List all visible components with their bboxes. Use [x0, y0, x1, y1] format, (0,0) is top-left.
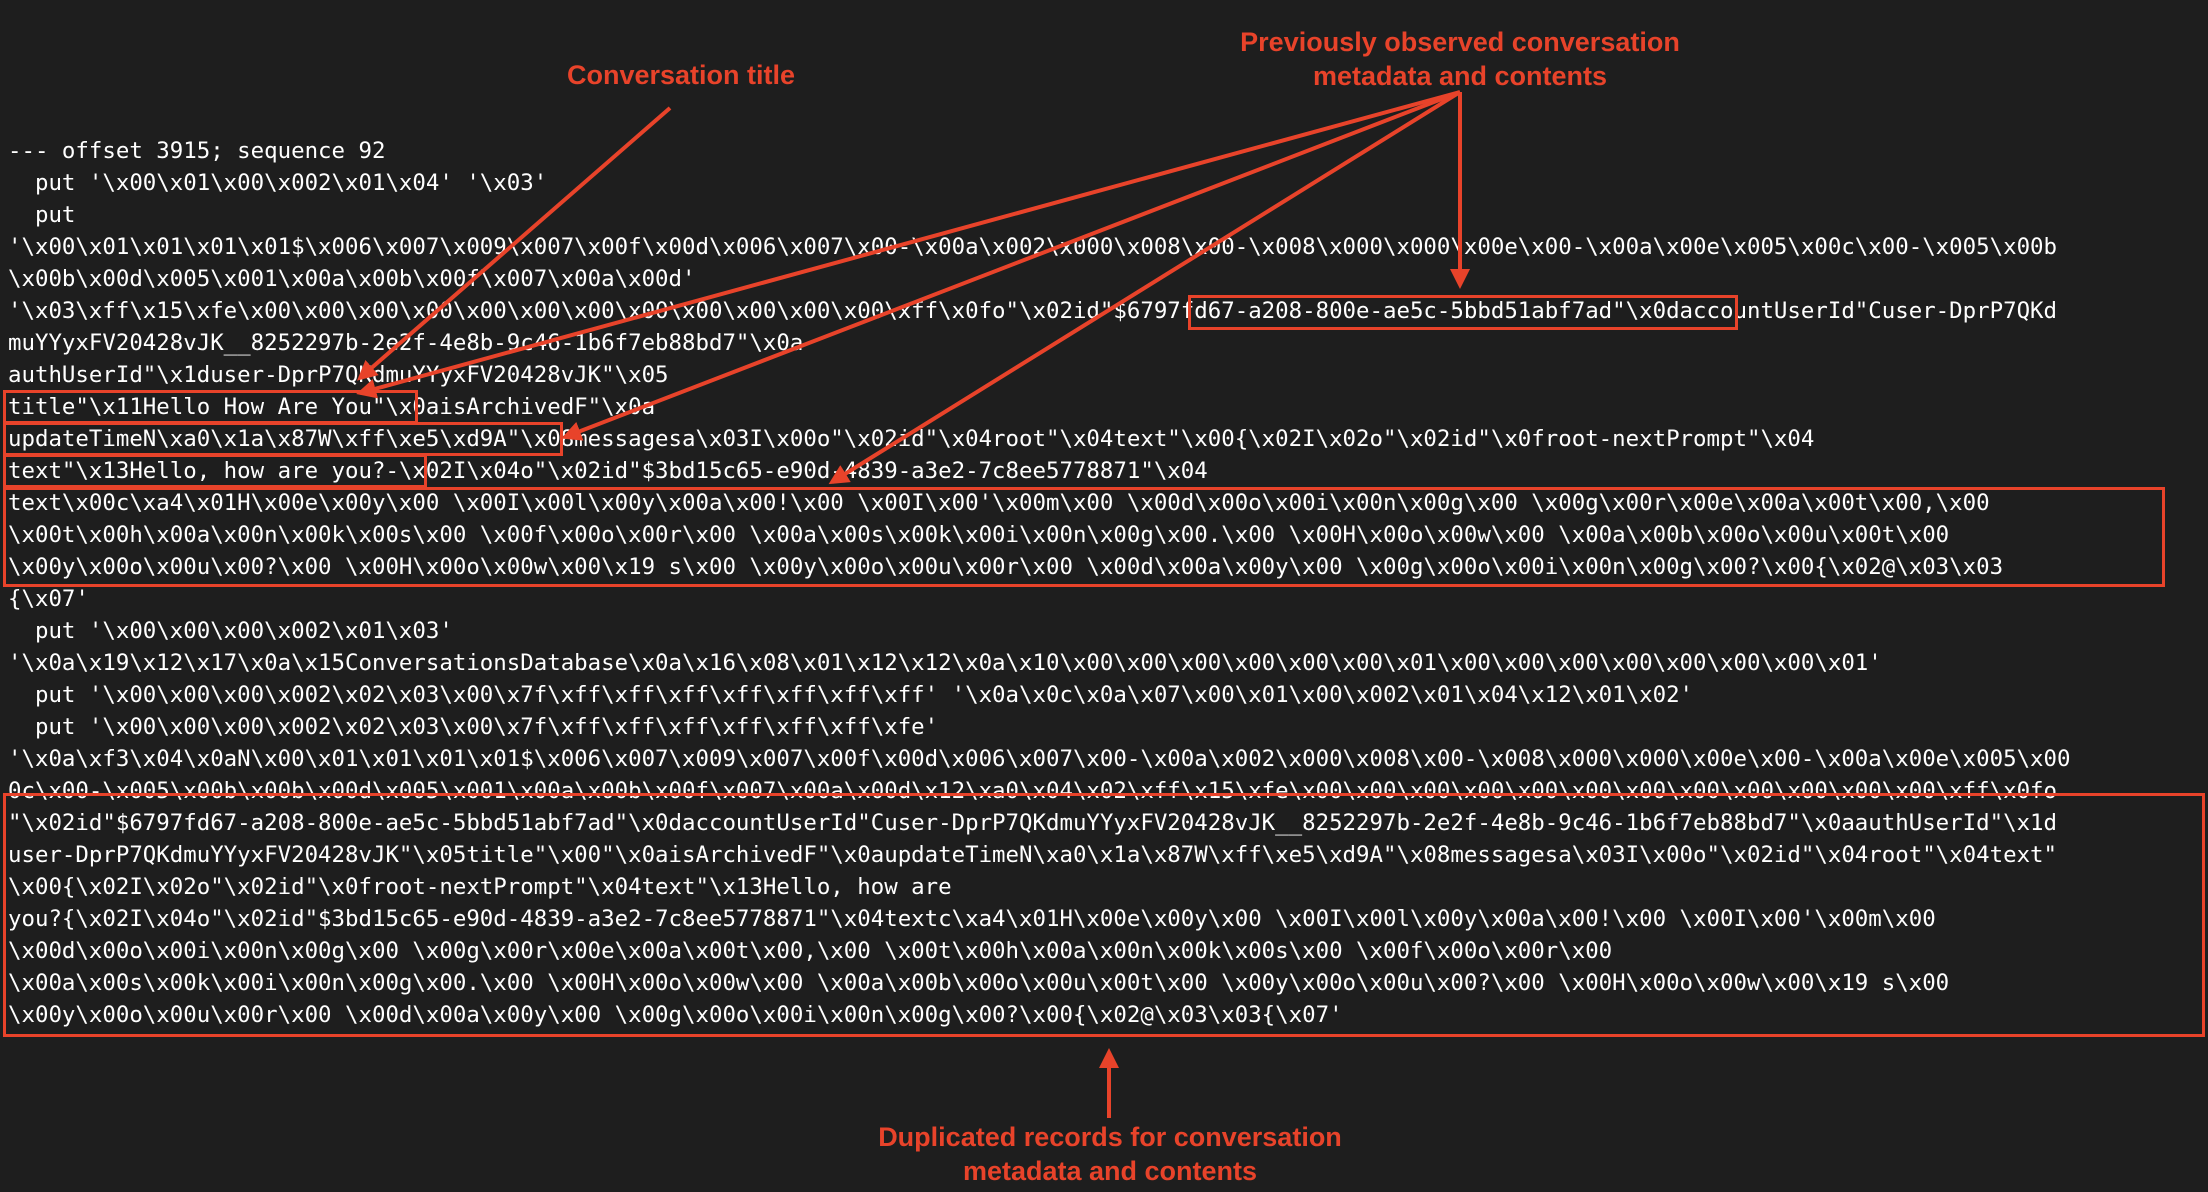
terminal-line: \x00a\x00s\x00k\x00i\x00n\x00g\x00.\x00 …	[8, 970, 1950, 996]
arrow-to-response-text	[828, 90, 1462, 485]
terminal-line: put	[8, 202, 76, 228]
label-duplicated-records: Duplicated records for conversation meta…	[845, 1120, 1375, 1188]
terminal-line: '\x0a\x19\x12\x17\x0a\x15ConversationsDa…	[8, 650, 1882, 676]
terminal-line: \x00y\x00o\x00u\x00?\x00 \x00H\x00o\x00w…	[8, 554, 2004, 580]
terminal-line: text\x00c\xa4\x01H\x00e\x00y\x00 \x00I\x…	[8, 490, 1990, 516]
terminal-line: "\x02id"$6797fd67-a208-800e-ae5c-5bbd51a…	[8, 810, 2058, 836]
terminal-line: you?{\x02I\x04o"\x02id"$3bd15c65-e90d-48…	[8, 906, 1936, 932]
terminal-line: muYYyxFV20428vJK__8252297b-2e2f-4e8b-9c4…	[8, 330, 804, 356]
terminal-line: '\x03\xff\x15\xfe\x00\x00\x00\x00\x00\x0…	[8, 298, 2058, 324]
highlight-response-text	[3, 487, 2165, 587]
terminal-line: --- offset 3915; sequence 92	[8, 138, 386, 164]
terminal-line: put '\x00\x01\x00\x002\x01\x04' '\x03'	[8, 170, 548, 196]
terminal-line: put '\x00\x00\x00\x002\x01\x03'	[8, 618, 453, 644]
label-previously-observed: Previously observed conversation metadat…	[1210, 25, 1710, 93]
label-conversation-title: Conversation title	[566, 60, 796, 90]
terminal-line: \x00y\x00o\x00u\x00r\x00 \x00d\x00a\x00y…	[8, 1002, 1343, 1028]
highlight-conversation-id	[1188, 295, 1738, 330]
arrow-to-title-box	[356, 90, 1461, 399]
label-duplicated-line2: metadata and contents	[962, 1156, 1258, 1186]
terminal-line: {\x07'	[8, 586, 89, 612]
arrow-to-title	[356, 106, 672, 381]
terminal-line: put '\x00\x00\x00\x002\x02\x03\x00\x7f\x…	[8, 682, 1694, 708]
arrow-to-update-time	[561, 90, 1461, 441]
highlight-duplicated-records	[3, 793, 2205, 1037]
terminal-line: \x00{\x02I\x02o"\x02id"\x0froot-nextProm…	[8, 874, 952, 900]
terminal-line: put '\x00\x00\x00\x002\x02\x03\x00\x7f\x…	[8, 714, 939, 740]
terminal-line: \x00t\x00h\x00a\x00n\x00k\x00s\x00 \x00f…	[8, 522, 1950, 548]
highlight-prompt-text	[3, 454, 427, 488]
terminal-line: \x00d\x00o\x00i\x00n\x00g\x00 \x00g\x00r…	[8, 938, 1613, 964]
terminal-line: authUserId"\x1duser-DprP7QKdmuYYyxFV2042…	[8, 362, 669, 388]
terminal-line: 0c\x00-\x005\x00b\x00b\x00d\x005\x001\x0…	[8, 778, 2058, 804]
label-duplicated-line1: Duplicated records for conversation	[878, 1122, 1342, 1152]
terminal-line: user-DprP7QKdmuYYyxFV20428vJK"\x05title"…	[8, 842, 2058, 868]
terminal-line: updateTimeN\xa0\x1a\x87W\xff\xe5\xd9A"\x…	[8, 426, 1815, 452]
terminal-line: '\x0a\xf3\x04\x0aN\x00\x01\x01\x01\x01$\…	[8, 746, 2071, 772]
label-previously-observed-line1: Previously observed conversation	[1240, 27, 1680, 57]
terminal-line: title"\x11Hello How Are You"\x0aisArchiv…	[8, 394, 656, 420]
terminal-line: text"\x13Hello, how are you?-\x02I\x04o"…	[8, 458, 1208, 484]
label-previously-observed-line2: metadata and contents	[1312, 61, 1608, 91]
terminal-line: \x00b\x00d\x005\x001\x00a\x00b\x00f\x007…	[8, 266, 696, 292]
